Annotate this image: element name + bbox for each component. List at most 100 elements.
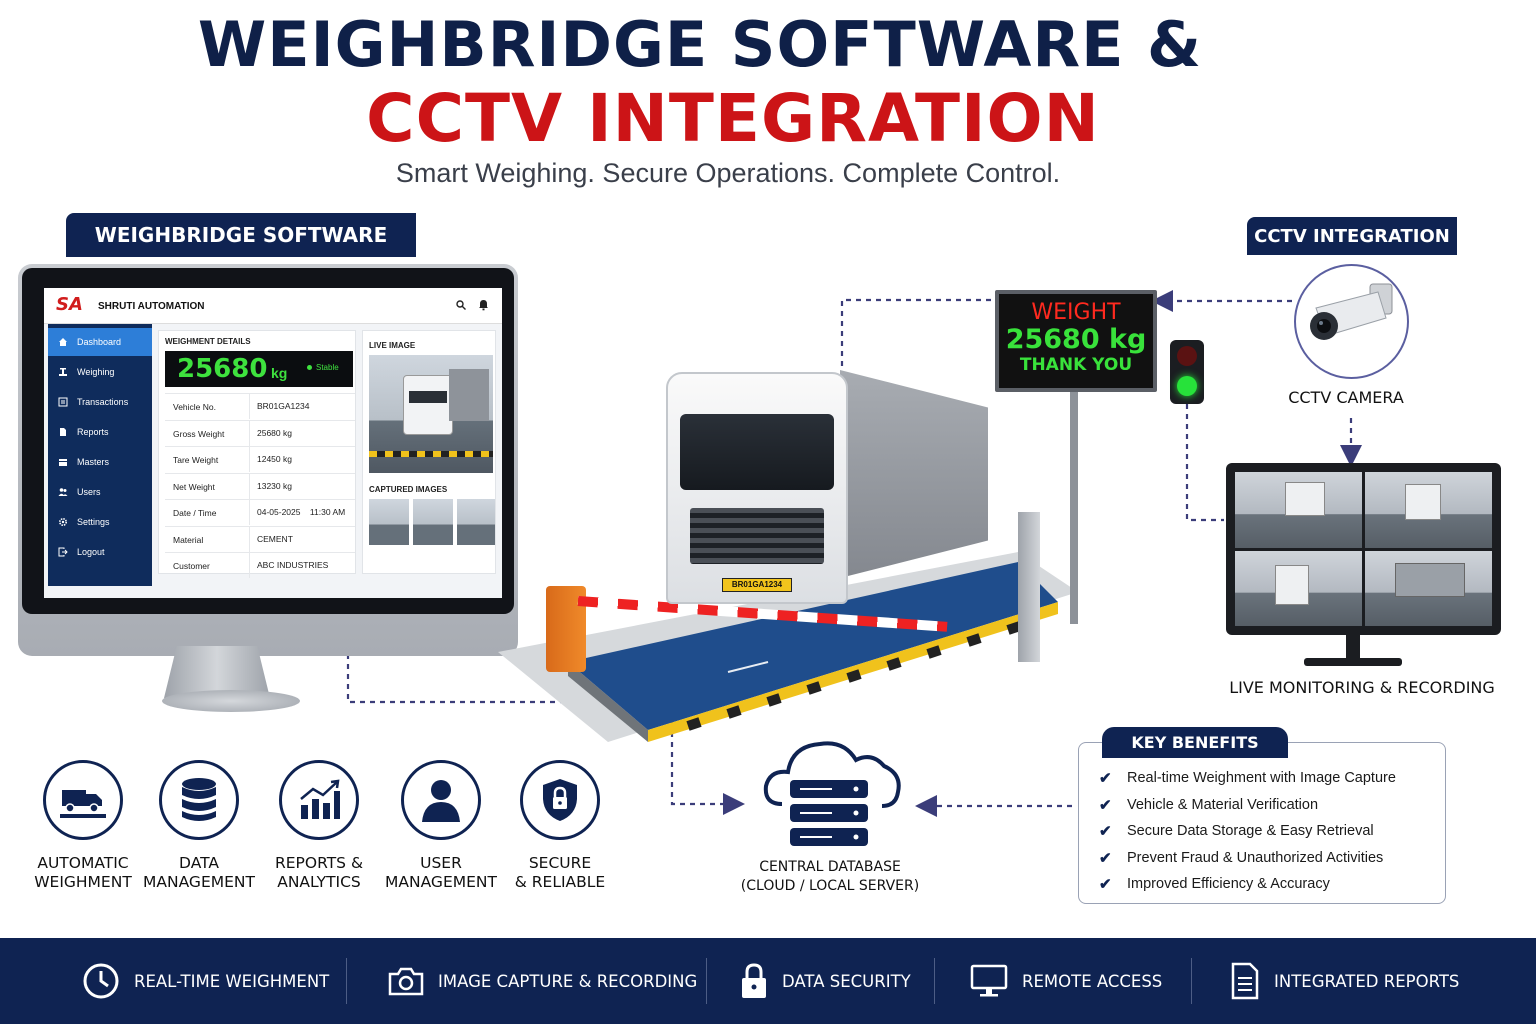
row-value: 13230 kg bbox=[257, 480, 292, 491]
weighment-heading: WEIGHMENT DETAILS bbox=[165, 337, 251, 346]
sidebar-item-masters[interactable]: Masters bbox=[48, 448, 152, 476]
users-icon bbox=[57, 487, 69, 497]
sidebar-item-transactions[interactable]: Transactions bbox=[48, 388, 152, 416]
sidebar-item-reports[interactable]: Reports bbox=[48, 418, 152, 446]
sidebar-item-label: Transactions bbox=[77, 397, 129, 407]
cctv-monitor-stand bbox=[1346, 635, 1360, 661]
checkmark-icon: ✔ bbox=[1099, 770, 1112, 787]
sidebar-item-label: Weighing bbox=[77, 367, 115, 377]
footer-label: REAL-TIME WEIGHMENT bbox=[134, 971, 330, 991]
live-image-heading: LIVE IMAGE bbox=[369, 341, 416, 350]
camera-feed-4[interactable] bbox=[1365, 550, 1492, 626]
cctv-camera-icon bbox=[1310, 283, 1393, 340]
camera-feed-3[interactable] bbox=[1235, 550, 1362, 626]
camera-feed-2[interactable] bbox=[1365, 472, 1492, 548]
search-icon[interactable] bbox=[456, 300, 466, 310]
footer-label: IMAGE CAPTURE & RECORDING bbox=[438, 971, 698, 991]
feature-label: SECURE& RELIABLE bbox=[485, 854, 635, 892]
document-icon bbox=[1230, 962, 1260, 1000]
bell-icon[interactable] bbox=[478, 299, 489, 311]
monitor-icon bbox=[970, 964, 1008, 998]
brand-name: SHRUTI AUTOMATION bbox=[98, 301, 205, 312]
sidebar-item-weighing[interactable]: Weighing bbox=[48, 358, 152, 386]
traffic-light bbox=[1170, 340, 1204, 404]
board-weight-label: WEIGHT bbox=[1031, 300, 1121, 325]
live-image[interactable] bbox=[369, 355, 493, 473]
sidebar-item-logout[interactable]: Logout bbox=[48, 538, 152, 566]
list-icon bbox=[57, 397, 69, 407]
feature-label-line-1: SECURE bbox=[528, 854, 592, 872]
home-icon bbox=[57, 337, 69, 347]
app-header: SA SHRUTI AUTOMATION bbox=[44, 288, 502, 324]
footer-item-data-security: DATA SECURITY bbox=[740, 938, 911, 1024]
feature-label-line-2: & RELIABLE bbox=[514, 873, 606, 891]
camera-feed-1[interactable] bbox=[1235, 472, 1362, 548]
board-pole bbox=[1070, 392, 1078, 624]
shield-lock-icon bbox=[520, 760, 600, 840]
calendar-icon bbox=[57, 457, 69, 467]
title-line-1: WEIGHBRIDGE SOFTWARE & bbox=[197, 8, 1203, 81]
feature-label: REPORTS &ANALYTICS bbox=[244, 854, 394, 892]
row-label: Tare Weight bbox=[173, 455, 219, 465]
footer-divider bbox=[346, 958, 347, 1004]
sidebar-item-users[interactable]: Users bbox=[48, 478, 152, 506]
row-label: Net Weight bbox=[173, 481, 215, 492]
connector-lines bbox=[346, 290, 1362, 817]
truck-windshield bbox=[680, 414, 834, 490]
row-value: 12450 kg bbox=[257, 454, 292, 464]
user-icon bbox=[401, 760, 481, 840]
row-label: Gross Weight bbox=[173, 428, 225, 439]
sidebar-item-settings[interactable]: Settings bbox=[48, 508, 152, 536]
checkmark-icon: ✔ bbox=[1099, 849, 1112, 867]
database-label-line-1: CENTRAL DATABASE bbox=[759, 859, 901, 875]
truck-scale-icon bbox=[43, 760, 123, 840]
captured-image-1[interactable] bbox=[369, 499, 409, 545]
database-icon bbox=[159, 760, 239, 840]
benefit-item: ✔Secure Data Storage & Easy Retrieval bbox=[1099, 822, 1374, 840]
captured-image-3[interactable] bbox=[457, 499, 495, 545]
footer-item-remote-access: REMOTE ACCESS bbox=[970, 938, 1162, 1024]
cctv-camera-label: CCTV CAMERA bbox=[1288, 388, 1404, 407]
board-thank-you: THANK YOU bbox=[1019, 355, 1133, 375]
checkmark-icon: ✔ bbox=[1099, 823, 1112, 840]
truck-trailer bbox=[840, 370, 988, 578]
scale-icon bbox=[57, 367, 69, 377]
clock-icon bbox=[82, 962, 120, 1000]
captured-images-heading: CAPTURED IMAGES bbox=[369, 485, 448, 494]
row-value: BR01GA1234 bbox=[257, 401, 310, 411]
sidebar-item-label: Logout bbox=[77, 547, 105, 557]
benefit-text: Improved Efficiency & Accuracy bbox=[1127, 876, 1330, 892]
checkmark-icon: ✔ bbox=[1099, 876, 1112, 893]
captured-image-2[interactable] bbox=[413, 499, 453, 545]
row-label: Material bbox=[173, 534, 204, 545]
footer-item-real-time-weighment: REAL-TIME WEIGHMENT bbox=[82, 938, 329, 1024]
row-value: CEMENT bbox=[257, 533, 293, 544]
camera-icon bbox=[388, 966, 424, 996]
stable-dot-icon bbox=[307, 365, 312, 370]
sidebar-item-label: Users bbox=[77, 487, 101, 497]
sidebar-item-dashboard[interactable]: Dashboard bbox=[48, 328, 152, 356]
footer-bar: REAL-TIME WEIGHMENT IMAGE CAPTURE & RECOR… bbox=[0, 938, 1536, 1024]
weighment-panel: WEIGHMENT DETAILS 25680 kg Stable Vehicl… bbox=[158, 330, 356, 578]
weight-unit: kg bbox=[271, 365, 288, 381]
board-weight-value: 25680 kg bbox=[1005, 324, 1147, 355]
benefit-text: Vehicle & Material Verification bbox=[1127, 796, 1319, 813]
license-plate: BR01GA1234 bbox=[722, 578, 792, 592]
feature-label-line-1: USER bbox=[420, 854, 462, 872]
key-benefits-box: ✔Real-time Weighment with Image Capture✔… bbox=[1078, 742, 1446, 904]
image-panel: LIVE IMAGE CAPTURED IMAGES bbox=[362, 330, 496, 574]
sidebar-item-label: Reports bbox=[77, 427, 109, 437]
feature-label-line-1: DATA bbox=[179, 854, 219, 872]
footer-label: INTEGRATED REPORTS bbox=[1274, 971, 1460, 991]
cctv-camera-frame bbox=[1294, 264, 1409, 379]
feature-reports: REPORTS &ANALYTICS bbox=[244, 760, 394, 892]
